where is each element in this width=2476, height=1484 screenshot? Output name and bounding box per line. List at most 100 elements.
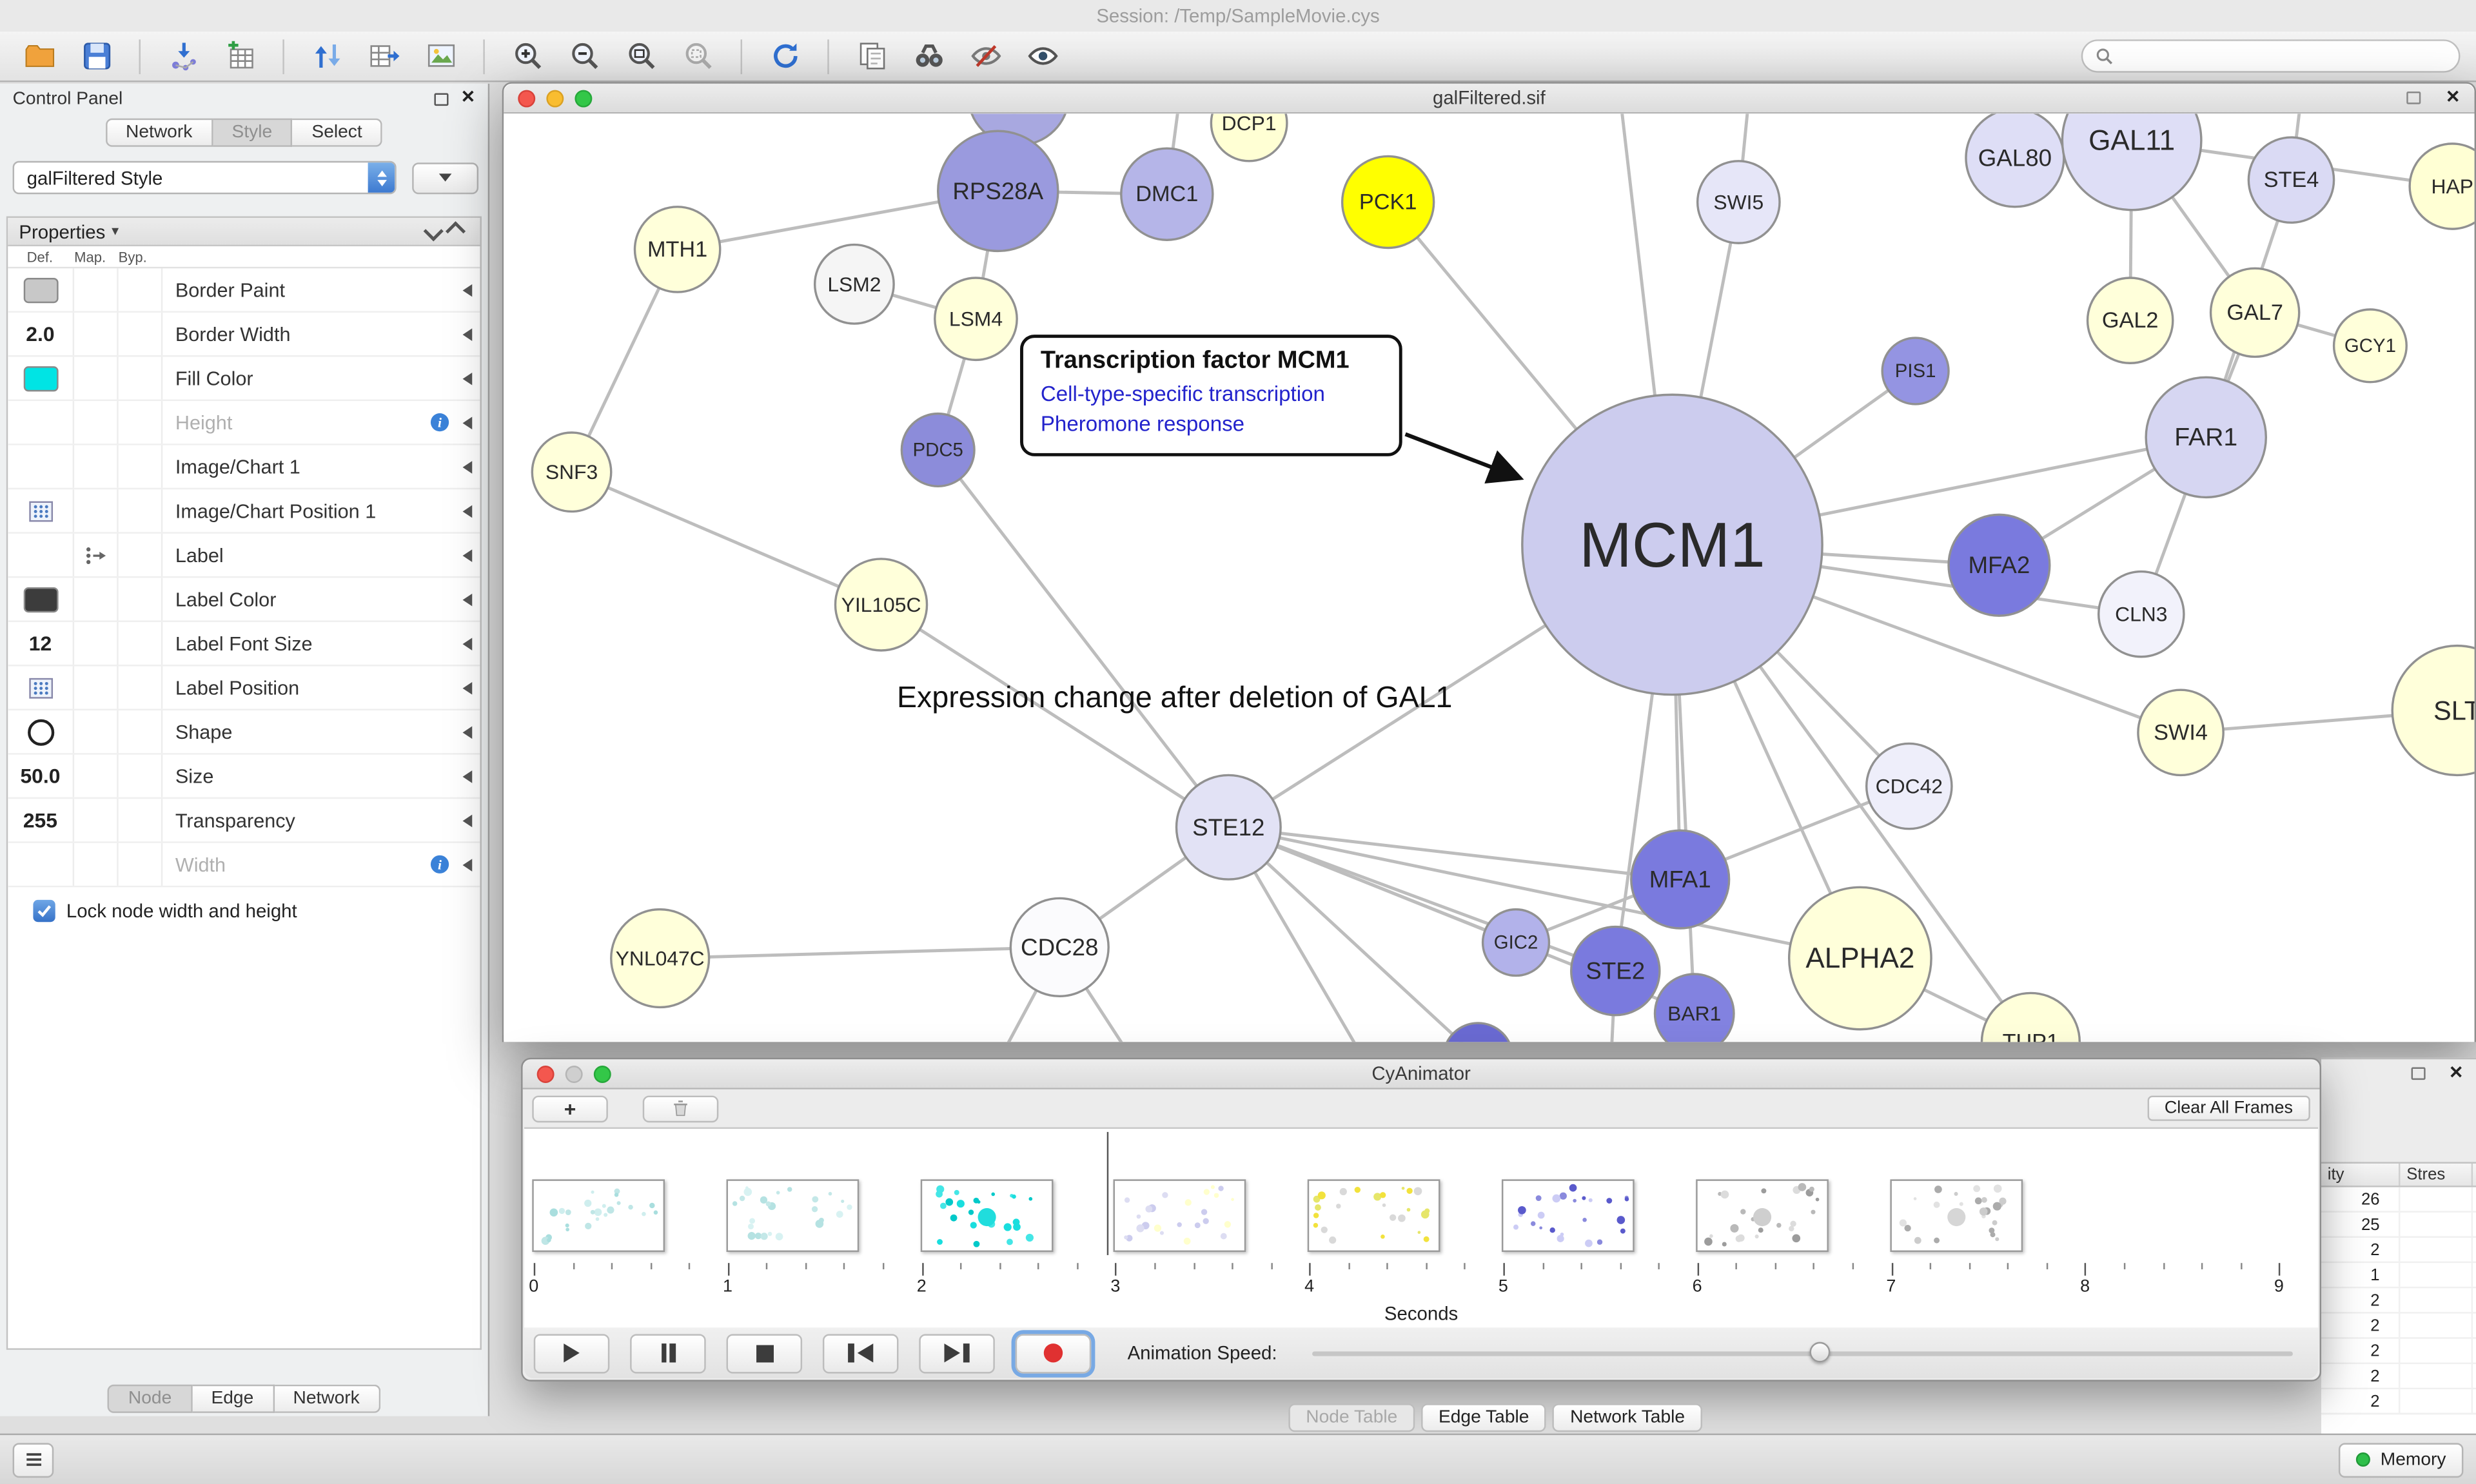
node-pdc5[interactable]: PDC5 (900, 412, 976, 488)
node-gal11[interactable]: GAL11 (2061, 113, 2203, 211)
default-value-cell[interactable]: 12 (8, 621, 75, 665)
color-swatch[interactable] (23, 277, 58, 302)
mapping-cell[interactable] (74, 578, 119, 621)
frame-thumbnail-6[interactable] (1695, 1179, 1829, 1253)
table-row[interactable]: 1 (2321, 1263, 2476, 1289)
frame-thumbnail-3[interactable] (1114, 1179, 1247, 1253)
close-network-icon[interactable]: ✕ (2445, 87, 2461, 107)
table-row[interactable]: 2 (2321, 1313, 2476, 1339)
node-circle[interactable] (1980, 991, 2081, 1042)
import-table-button[interactable] (217, 35, 264, 77)
mapping-cell[interactable] (74, 799, 119, 842)
info-icon[interactable]: i (429, 854, 449, 875)
show-all-button[interactable] (1019, 35, 1066, 77)
node-circle[interactable] (2061, 113, 2203, 211)
tab-select[interactable]: Select (293, 118, 383, 147)
zoom-window-icon[interactable] (575, 89, 593, 107)
network-edge[interactable] (1228, 825, 1680, 881)
node-alpha2[interactable]: ALPHA2 (1787, 886, 1932, 1031)
color-swatch[interactable] (23, 365, 58, 391)
annotation-box[interactable]: Transcription factor MCM1 Cell-type-spec… (1020, 335, 1402, 456)
table-row[interactable]: 2 (2321, 1363, 2476, 1390)
expand-row-arrow[interactable] (455, 858, 480, 871)
collapse-all-icon[interactable] (445, 221, 466, 242)
network-edge[interactable] (880, 603, 1230, 829)
tab-style[interactable]: Style (213, 118, 293, 147)
cyanimator-minimize-icon[interactable] (565, 1064, 583, 1082)
mapping-cell[interactable] (74, 268, 119, 311)
frame-thumbnail-2[interactable] (919, 1179, 1053, 1253)
node-circle[interactable] (1787, 886, 1932, 1031)
node-gal80[interactable]: GAL80 (1965, 113, 2065, 208)
property-row-image-chart-position-1[interactable]: Image/Chart Position 1 (8, 489, 480, 534)
node-lsm4[interactable]: LSM4 (934, 277, 1018, 362)
node-circle[interactable] (813, 243, 895, 325)
first-neighbors-button[interactable] (905, 35, 952, 77)
properties-header[interactable]: Properties ▾ (8, 217, 480, 247)
node-rps28a[interactable]: RPS28A (936, 130, 1059, 253)
table-row[interactable]: 2 (2321, 1238, 2476, 1264)
close-window-icon[interactable] (518, 89, 536, 107)
mapping-cell[interactable] (74, 843, 119, 886)
cyanimator-close-icon[interactable] (536, 1064, 555, 1082)
stop-button[interactable] (726, 1333, 803, 1373)
mapping-cell[interactable] (74, 312, 119, 356)
node-circle[interactable] (936, 130, 1059, 253)
node-hap[interactable]: HAP (2408, 142, 2475, 230)
frame-thumbnail-4[interactable] (1308, 1179, 1440, 1253)
default-value-cell[interactable] (8, 401, 75, 444)
zoom-selected-button[interactable] (674, 35, 722, 77)
duplicate-network-button[interactable] (848, 35, 895, 77)
frame-thumbnail-0[interactable] (532, 1179, 665, 1253)
network-edge[interactable] (571, 470, 882, 607)
float-table-panel-icon[interactable] (2411, 1067, 2426, 1080)
node-circle[interactable] (1865, 742, 1953, 830)
node-circle[interactable] (2137, 688, 2225, 777)
default-value-cell[interactable] (8, 843, 75, 886)
expand-all-icon[interactable] (423, 221, 444, 242)
expand-row-arrow[interactable] (455, 460, 480, 473)
property-row-image-chart-1[interactable]: Image/Chart 1 (8, 445, 480, 490)
bypass-cell[interactable] (119, 578, 163, 621)
network-edge[interactable] (936, 449, 1230, 828)
node-lsm2[interactable]: LSM2 (813, 243, 895, 325)
search-box[interactable] (2081, 39, 2461, 73)
playhead[interactable] (1106, 1131, 1109, 1255)
node-mth1[interactable]: MTH1 (633, 206, 722, 293)
node-circle[interactable] (2391, 644, 2475, 777)
minimize-window-icon[interactable] (546, 89, 564, 107)
style-target-tab-edge[interactable]: Edge (192, 1384, 275, 1413)
record-button[interactable] (1015, 1333, 1092, 1373)
save-session-button[interactable] (73, 35, 120, 77)
float-panel-icon[interactable] (433, 92, 448, 105)
expand-row-arrow[interactable] (455, 549, 480, 561)
apply-layout-button[interactable] (761, 35, 808, 77)
hide-selected-button[interactable] (961, 35, 1008, 77)
status-menu-button[interactable] (12, 1442, 54, 1478)
zoom-fit-button[interactable] (618, 35, 665, 77)
node-ynl047c[interactable]: YNL047C (610, 908, 711, 1009)
node-circle[interactable] (900, 412, 976, 488)
frame-thumbnail-7[interactable] (1889, 1179, 2023, 1253)
style-options-button[interactable] (412, 162, 479, 194)
node-swi4[interactable]: SWI4 (2137, 688, 2225, 777)
node-circle[interactable] (2332, 308, 2408, 384)
bypass-cell[interactable] (119, 356, 163, 400)
property-row-shape[interactable]: Shape (8, 710, 480, 755)
export-network-button[interactable] (303, 35, 350, 77)
frame-thumbnail-5[interactable] (1501, 1179, 1635, 1253)
node-mfa2[interactable]: MFA2 (1947, 513, 2051, 617)
node-circle[interactable] (1175, 774, 1282, 881)
close-panel-icon[interactable]: ✕ (460, 88, 476, 108)
bypass-cell[interactable] (119, 754, 163, 797)
node-bar1[interactable]: BAR1 (1653, 973, 1735, 1042)
zoom-in-button[interactable] (504, 35, 551, 77)
expand-row-arrow[interactable] (455, 283, 480, 297)
node-circle[interactable] (1696, 160, 1781, 244)
network-edge[interactable] (1228, 825, 1616, 973)
node-gal7[interactable]: GAL7 (2209, 267, 2301, 358)
expand-row-arrow[interactable] (455, 637, 480, 650)
expand-row-arrow[interactable] (455, 504, 480, 518)
